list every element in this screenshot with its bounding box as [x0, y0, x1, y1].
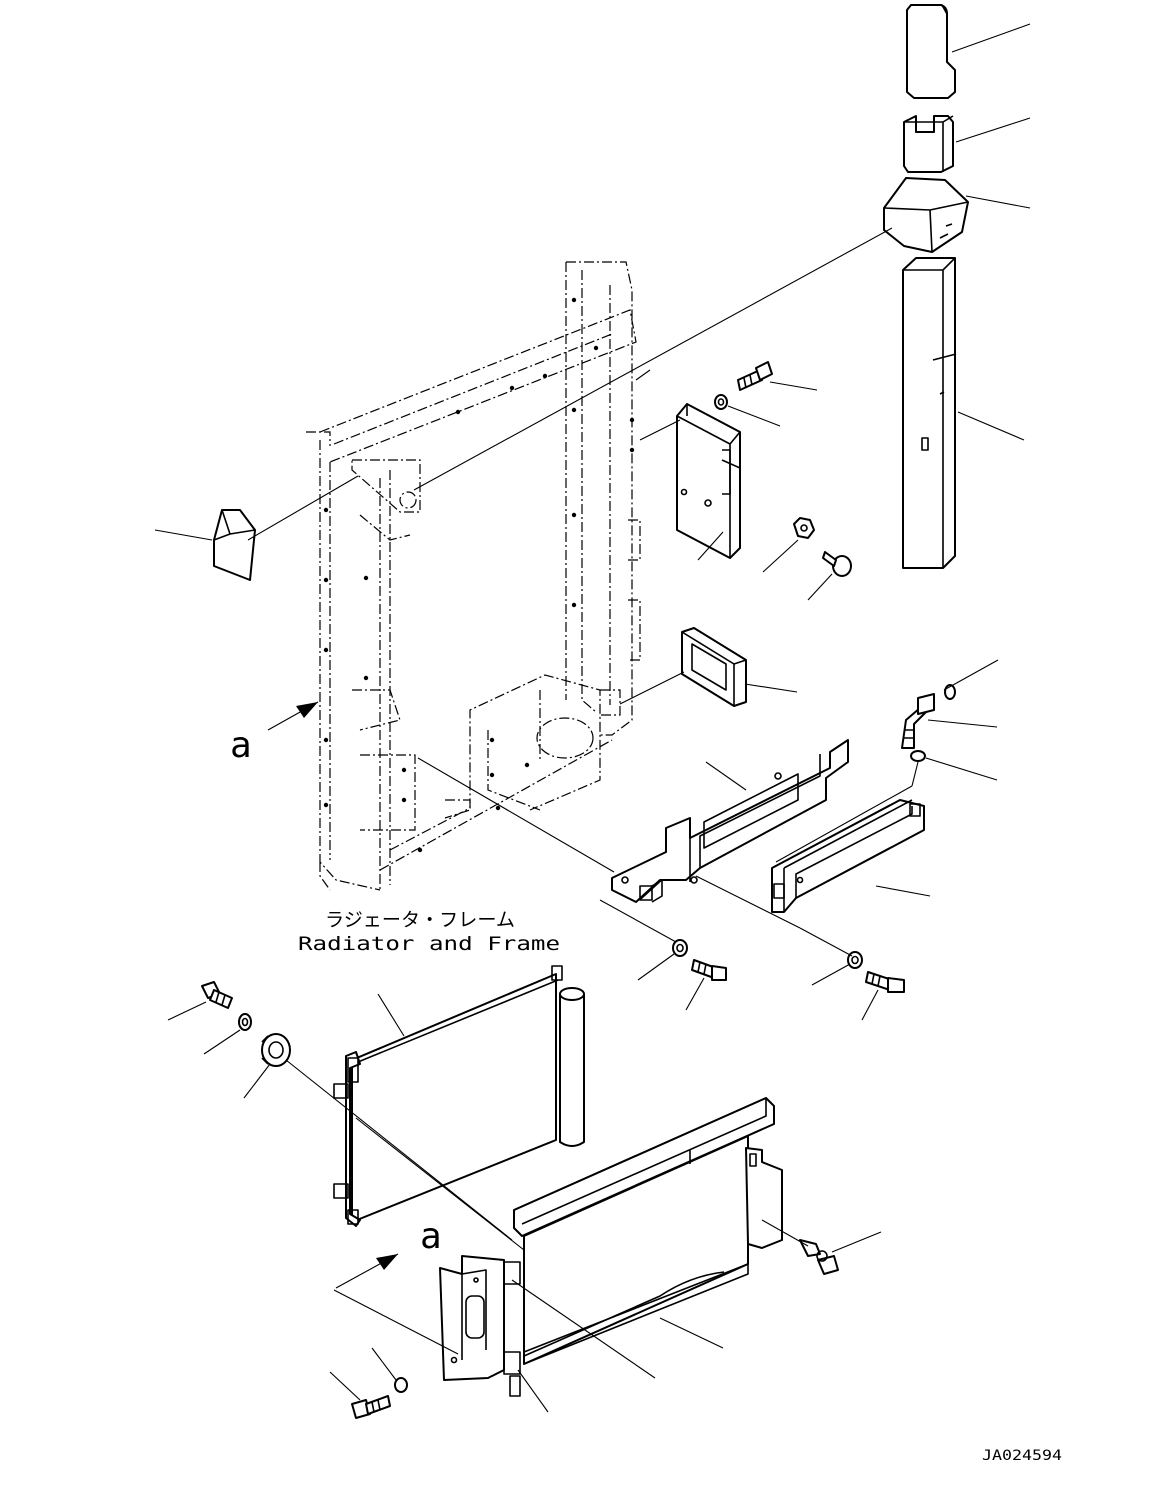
- view-arrow-upper: [267, 701, 319, 731]
- o-ring-lower: [910, 750, 926, 762]
- view-arrow-lower: [335, 1253, 399, 1289]
- left-seal-block: [213, 509, 256, 581]
- elbow-fitting: [901, 693, 935, 749]
- cover-plate: [676, 403, 741, 559]
- cover-plate-nut: [793, 517, 815, 539]
- bracket-bolt: [691, 959, 727, 981]
- mounting-bracket: [611, 739, 849, 903]
- condenser-washer: [238, 1013, 252, 1031]
- condenser-core: [333, 973, 559, 1227]
- rubber-pad: [681, 627, 747, 707]
- drier-bolt: [865, 971, 905, 993]
- title-english: Radiator and Frame: [298, 933, 560, 955]
- title-japanese: ラジェータ・フレーム: [325, 909, 515, 931]
- screen-frame: [513, 1097, 783, 1365]
- top-seal-block: [906, 4, 956, 99]
- cover-plate-washer: [714, 394, 728, 410]
- view-label-upper: a: [230, 725, 252, 766]
- plate-washer: [394, 1377, 408, 1393]
- angled-seal-block: [883, 177, 969, 253]
- radiator-frame-phantom: [306, 261, 641, 891]
- receiver-drier-bracket: [771, 799, 925, 913]
- long-seal-strip: [902, 257, 957, 569]
- leader-lines: [154, 23, 1031, 1413]
- side-hinge-plate: [439, 1255, 521, 1397]
- receiver-tank: [551, 965, 585, 1147]
- cover-plate-bolt: [737, 361, 773, 391]
- view-label-lower: a: [420, 1216, 442, 1257]
- rubber-mount: [261, 1033, 291, 1067]
- condenser-bolt: [201, 981, 233, 1009]
- notched-seal-block: [903, 115, 954, 173]
- push-clip: [822, 551, 852, 577]
- drawing-number: JA024594: [982, 1448, 1062, 1464]
- plate-bolt: [351, 1395, 391, 1419]
- bracket-washer: [672, 939, 688, 957]
